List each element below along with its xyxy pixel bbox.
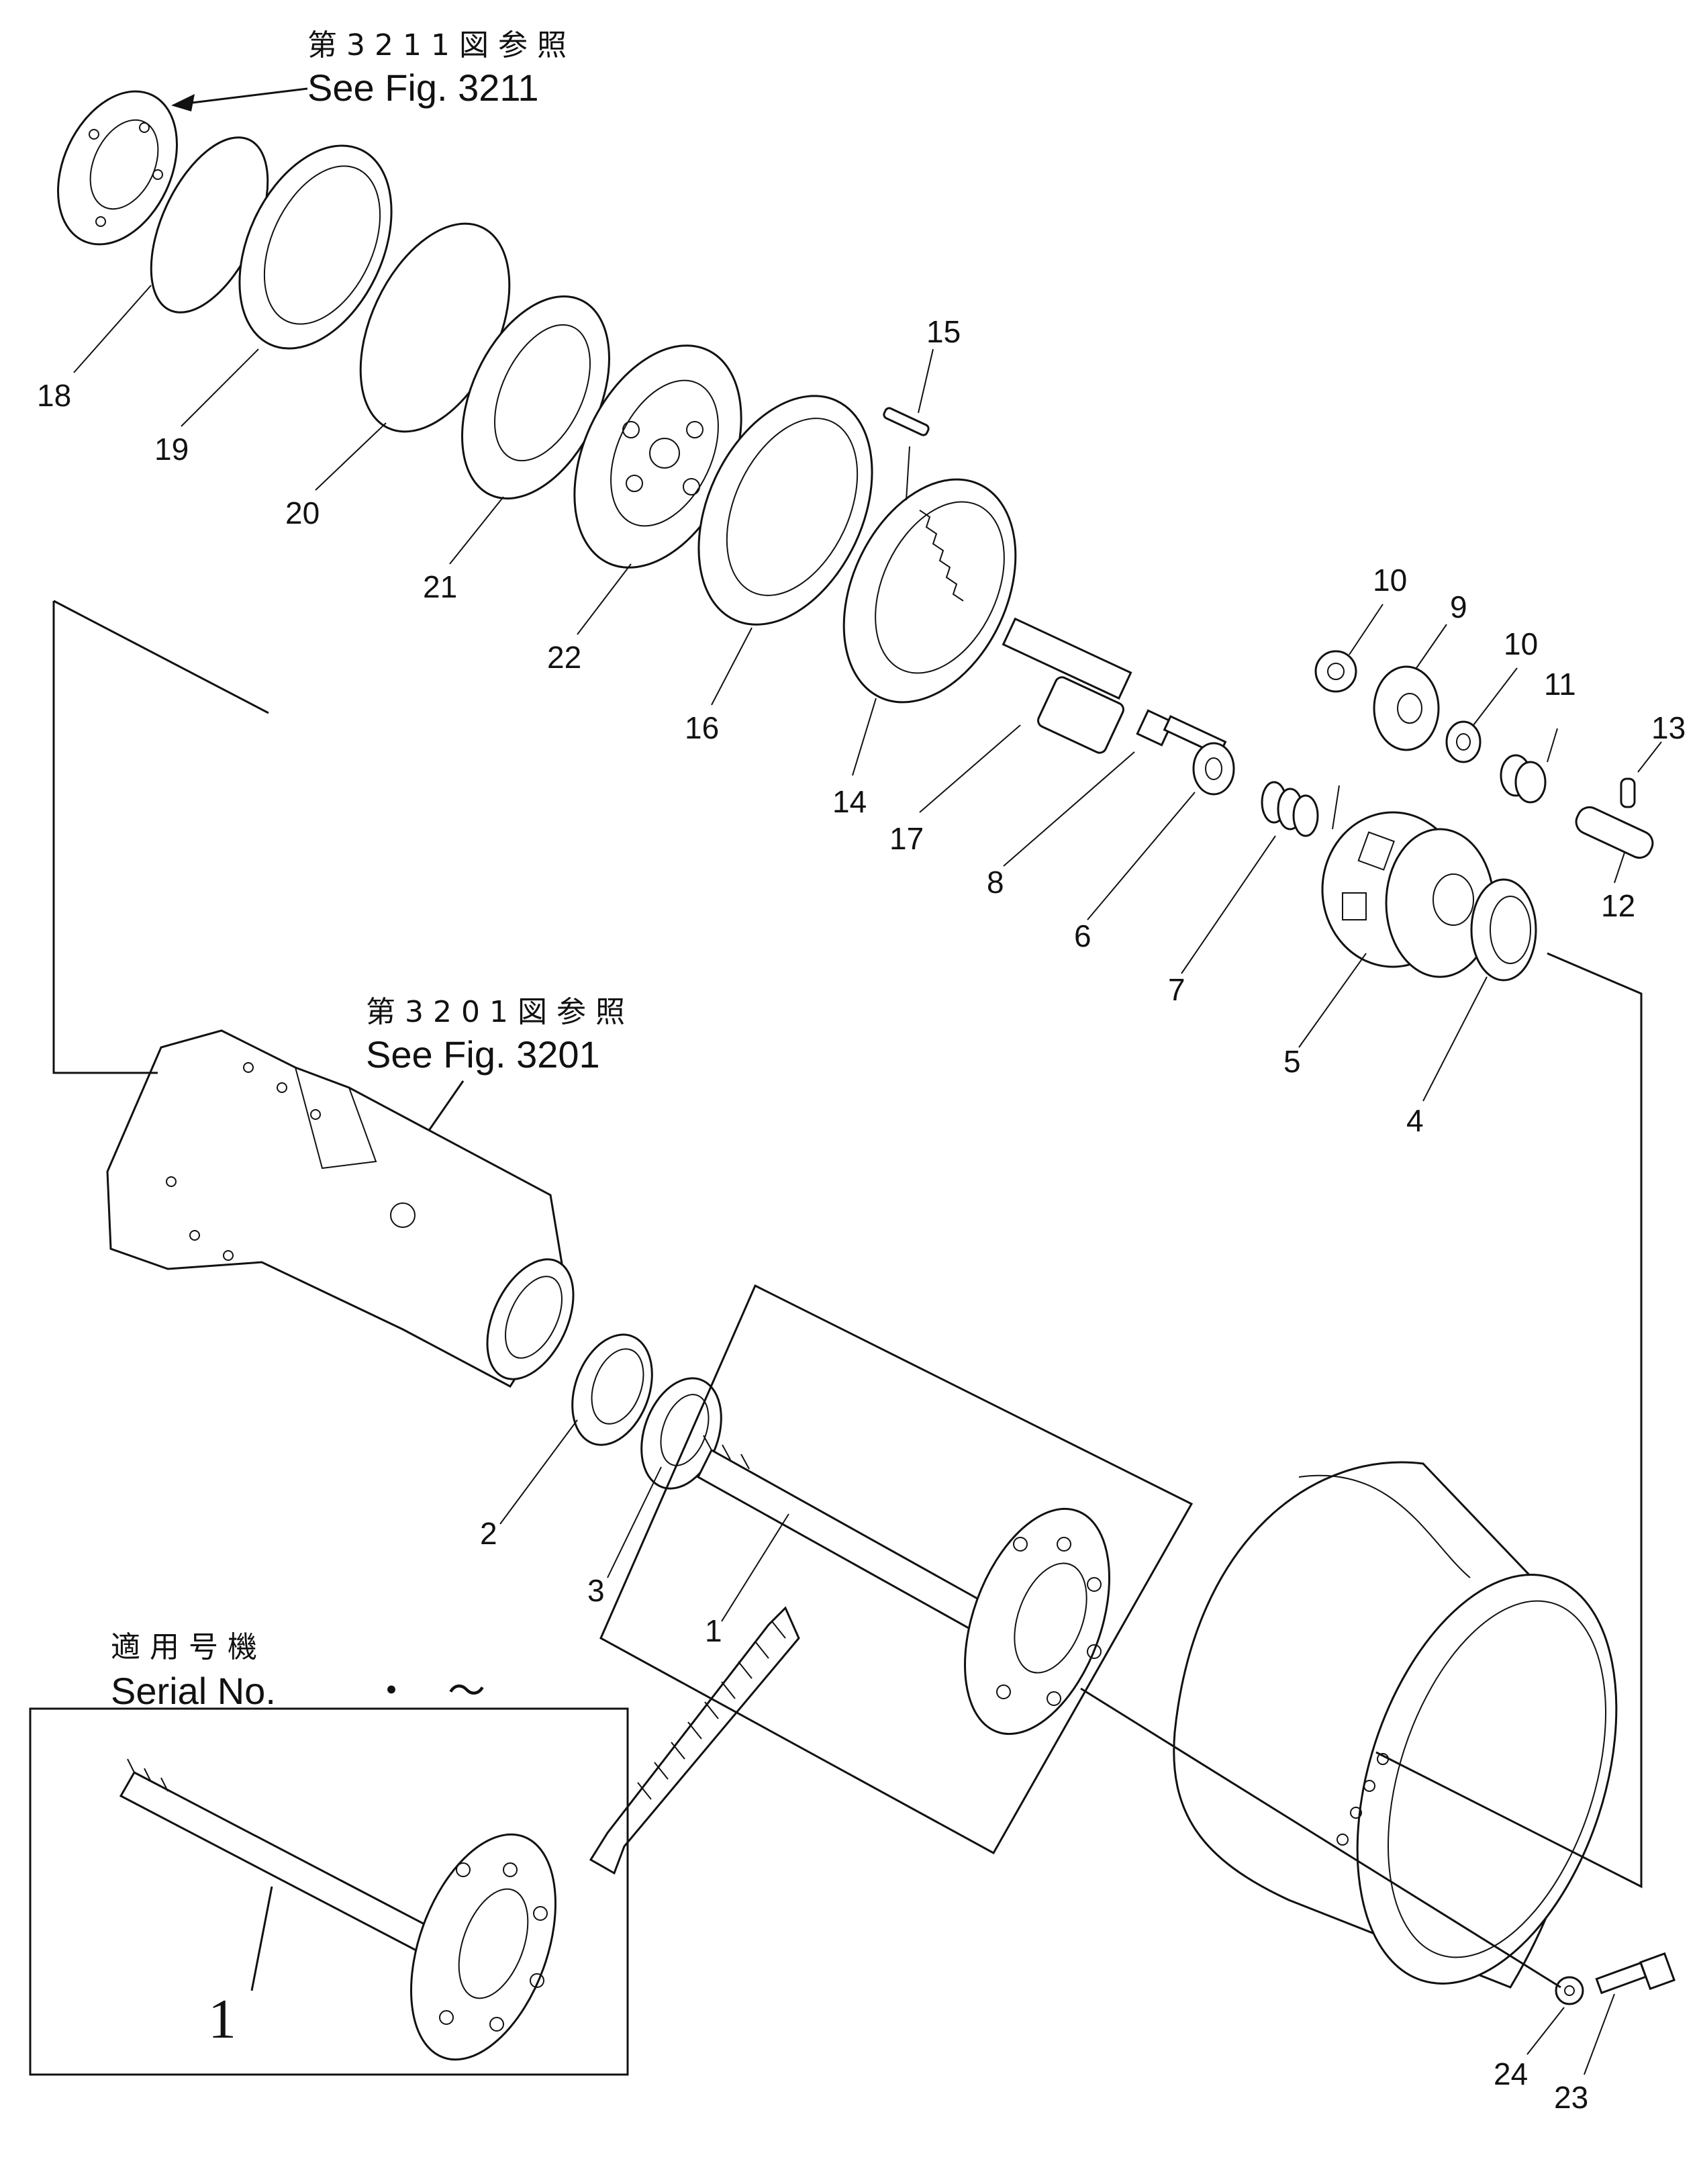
hatched-arrow: [589, 1606, 800, 1875]
bracket-left: [52, 601, 158, 1074]
serial-range: ・ 〜: [373, 1670, 485, 1712]
callout-6: 6: [1074, 918, 1091, 953]
callout-22: 22: [547, 640, 581, 675]
callout-18: 18: [37, 378, 71, 413]
bearing-2: [571, 1333, 653, 1446]
inset-callout-1: 1: [208, 1988, 236, 2050]
ref-en-3211: See Fig. 3211: [307, 66, 539, 109]
seal-3: [640, 1377, 722, 1490]
leader-10b: [1473, 667, 1518, 726]
bolt-23: [1595, 1952, 1676, 1995]
bracket-right: [1375, 952, 1643, 1889]
shaft-frame: [599, 1284, 1194, 1855]
callout-2: 2: [480, 1516, 497, 1551]
ref-jp-3201: 第3201図参照: [366, 995, 634, 1029]
ring-16: [697, 395, 873, 626]
leader-8: [1003, 751, 1135, 867]
leader-7: [1181, 835, 1276, 974]
carrier-5: [1321, 811, 1495, 978]
callout-15: 15: [926, 314, 961, 349]
ref-en-3201: See Fig. 3201: [366, 1033, 600, 1076]
callout-3: 3: [587, 1573, 605, 1608]
callout-1: 1: [705, 1613, 722, 1648]
ring-gear-14: [842, 478, 1017, 704]
leader-23: [1584, 1993, 1615, 2075]
leader-16: [711, 627, 753, 706]
serial-en: Serial No.: [111, 1670, 276, 1712]
ref-jp-3211: 第3211図参照: [307, 28, 576, 62]
brake-plate: [57, 90, 178, 246]
shaft-12: [1575, 806, 1654, 859]
leader-1: [721, 1513, 789, 1622]
serial-jp: 適用号機: [111, 1630, 266, 1664]
callout-8: 8: [987, 865, 1004, 900]
leader-13: [1637, 741, 1662, 773]
hub-center-line: [1080, 1687, 1561, 1989]
leader-24: [1526, 2007, 1565, 2055]
pin-line: [906, 446, 910, 501]
washer-6: [1192, 742, 1235, 796]
bearing-10-upper: [1314, 650, 1357, 693]
leader-15: [918, 348, 934, 414]
callout-4: 4: [1406, 1103, 1424, 1138]
sun-gear-17: [1002, 617, 1132, 754]
inset-box: [29, 1707, 629, 2076]
leader-3: [607, 1466, 662, 1578]
callout-13: 13: [1651, 710, 1686, 745]
callout-12: 12: [1601, 888, 1635, 923]
callout-16: 16: [685, 710, 719, 745]
bearing-4: [1470, 878, 1537, 982]
pin-15: [883, 407, 930, 436]
shims-7: [1261, 781, 1319, 837]
callout-9: 9: [1450, 589, 1467, 624]
spacer-11: [1500, 754, 1547, 804]
leader-11: [1547, 728, 1558, 763]
axle-housing: [106, 1029, 575, 1388]
pin-13: [1620, 777, 1636, 808]
bearing-10-lower: [1445, 720, 1482, 763]
callout-23: 23: [1554, 2080, 1588, 2115]
leader-18: [73, 285, 152, 373]
leader-5: [1298, 953, 1367, 1048]
callout-24: 24: [1494, 2056, 1528, 2091]
callout-10a: 10: [1373, 563, 1407, 598]
leader-2: [499, 1419, 578, 1525]
callout-20: 20: [285, 495, 320, 530]
leader-20: [315, 422, 387, 491]
callout-11: 11: [1544, 667, 1576, 702]
leader-10a: [1349, 604, 1384, 655]
leader-4: [1422, 976, 1488, 1102]
wheel-drum: [1173, 1461, 1618, 1989]
leader-21: [449, 496, 504, 565]
callout-21: 21: [423, 569, 457, 604]
callout-14: 14: [832, 784, 867, 819]
planet-line: [1332, 785, 1340, 830]
leader-6: [1087, 792, 1196, 920]
inset-axle-shaft: [119, 1758, 556, 2061]
arrowhead-3211: [171, 94, 195, 111]
callout-17: 17: [889, 821, 924, 856]
callout-5: 5: [1283, 1044, 1301, 1079]
leader-12: [1614, 852, 1625, 884]
leader-22: [577, 563, 632, 635]
piston-19: [238, 144, 393, 350]
leader-14: [852, 698, 877, 776]
leader-17: [919, 724, 1021, 813]
callout-7: 7: [1168, 972, 1185, 1007]
planet-gear-9: [1373, 665, 1440, 751]
bracket-left-top: [53, 600, 269, 714]
leader-9: [1416, 624, 1447, 669]
callout-10b: 10: [1504, 626, 1538, 661]
inset-leader-1: [250, 1886, 273, 1991]
axle-shaft-1: [697, 1435, 1110, 1736]
callout-19: 19: [154, 432, 189, 467]
leader-19: [181, 348, 259, 427]
arrow-line-3211: [181, 87, 308, 105]
washer-24: [1555, 1976, 1584, 2005]
